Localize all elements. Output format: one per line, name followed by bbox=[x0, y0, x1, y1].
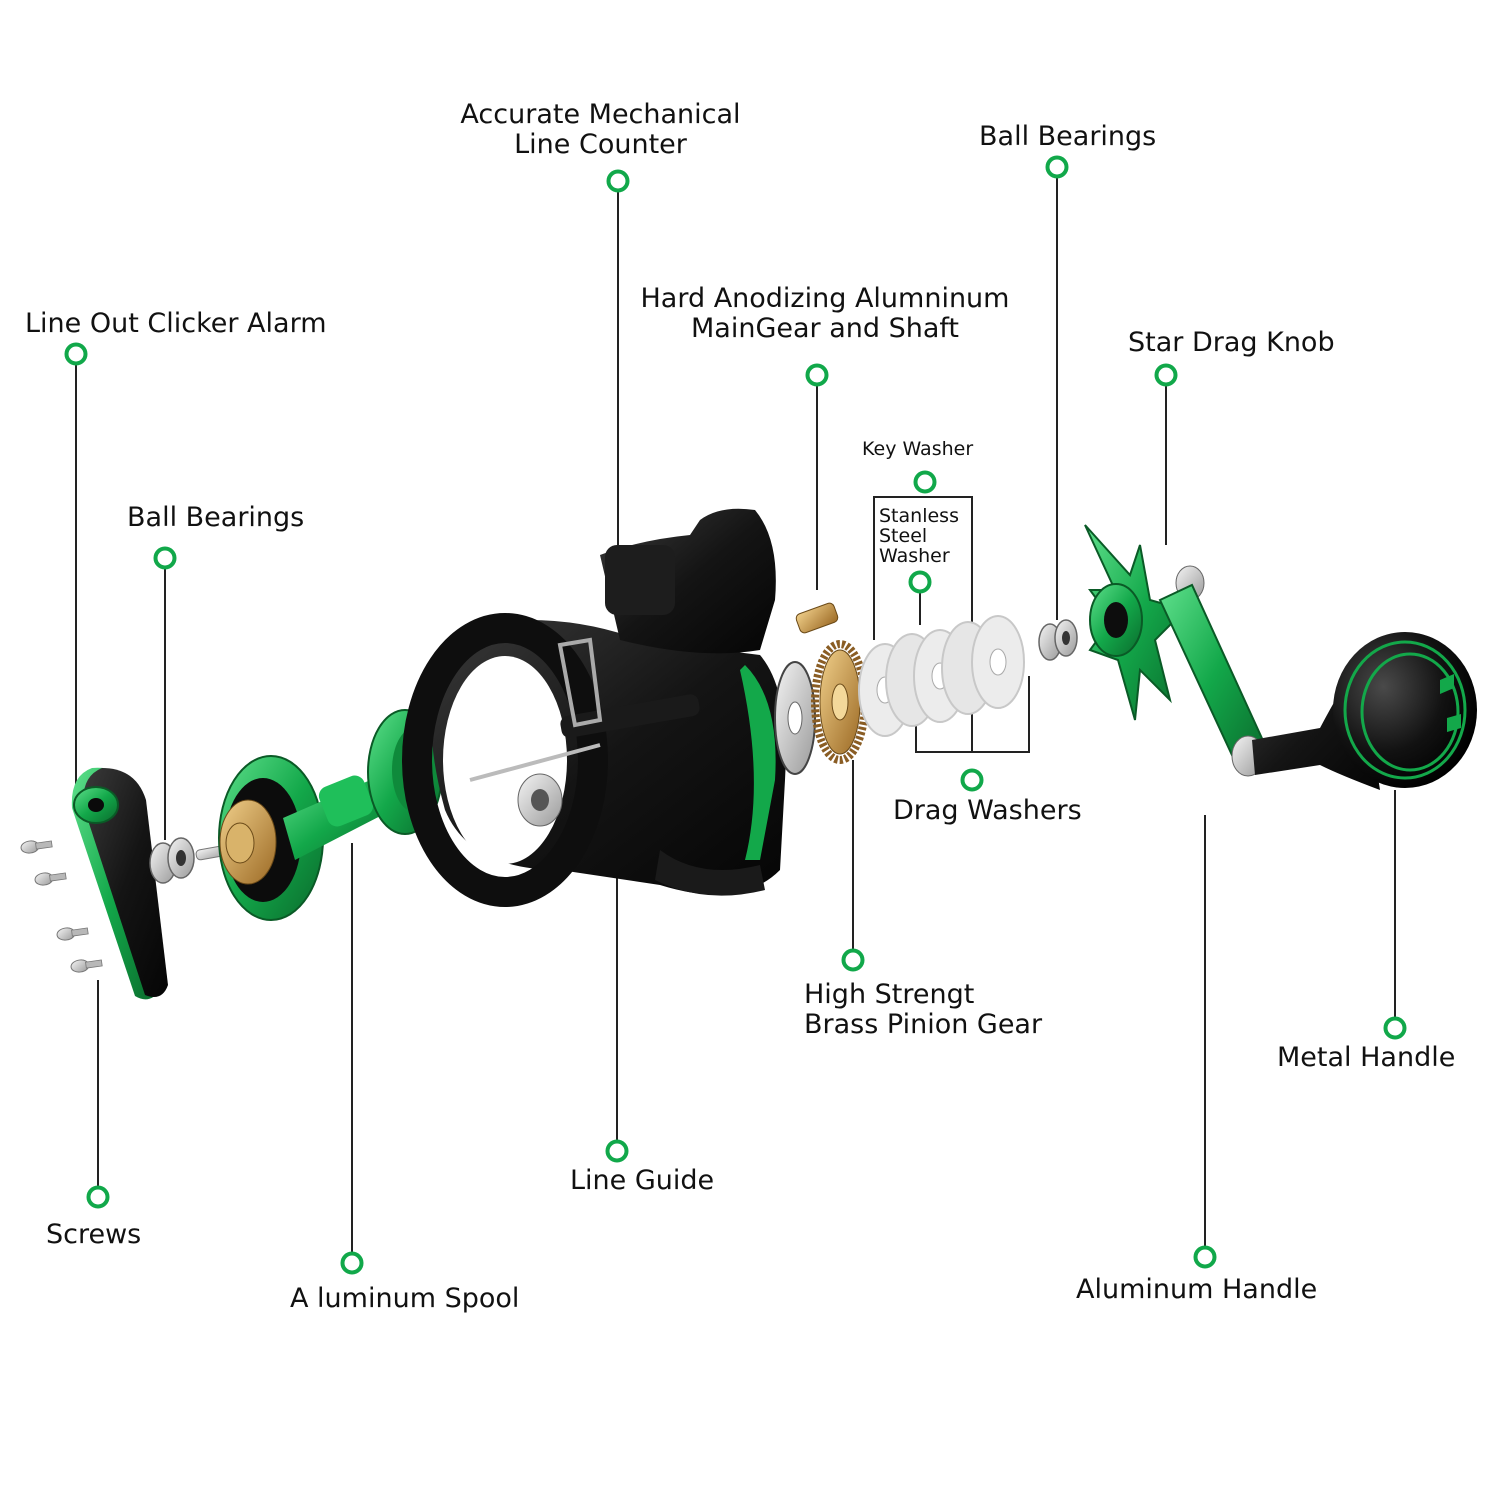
line-counter-line-2: Line Counter bbox=[514, 128, 687, 160]
line-counter-line-1: Accurate Mechanical bbox=[460, 99, 741, 130]
label-key-washer: Key Washer bbox=[862, 438, 974, 460]
washers-art bbox=[858, 615, 1025, 737]
stainless-line-2: Steel bbox=[879, 524, 928, 547]
main-gear-line-1: Hard Anodizing Alumninum bbox=[640, 283, 1010, 314]
label-drag-washers: Drag Washers bbox=[893, 795, 1082, 826]
stainless-line-3: Washer bbox=[879, 544, 950, 567]
stainless-line-1: Stanless bbox=[879, 505, 959, 527]
label-aluminum-handle: Aluminum Handle bbox=[1076, 1274, 1318, 1305]
label-screws: Screws bbox=[46, 1219, 142, 1250]
label-line-out-clicker: Line Out Clicker Alarm bbox=[25, 308, 327, 339]
pinion-line-2: Brass Pinion Gear bbox=[804, 1008, 1043, 1040]
marker-circles bbox=[64, 155, 1407, 1275]
label-metal-handle: Metal Handle bbox=[1277, 1042, 1456, 1073]
brass-gear-art bbox=[795, 602, 839, 634]
label-star-drag-knob: Star Drag Knob bbox=[1128, 327, 1335, 358]
screws-art bbox=[20, 840, 103, 973]
right-bearing-art bbox=[1038, 619, 1078, 661]
label-stainless-washer: Stanless Steel Washer bbox=[879, 505, 959, 567]
label-pinion-gear: High Strengt Brass Pinion Gear bbox=[804, 980, 1042, 1039]
side-plate-art bbox=[71, 767, 168, 1000]
main-gear-line-2: MainGear and Shaft bbox=[690, 312, 959, 344]
left-bearing-art bbox=[149, 837, 195, 884]
leader-lines bbox=[75, 177, 1396, 1254]
star-wheel-art bbox=[774, 661, 816, 775]
handle-art bbox=[1158, 583, 1477, 790]
label-line-counter: Accurate Mechanical Line Counter bbox=[448, 100, 753, 159]
label-line-guide: Line Guide bbox=[570, 1165, 715, 1196]
main-gear-art bbox=[811, 640, 869, 764]
label-aluminum-spool: A luminum Spool bbox=[290, 1283, 520, 1314]
label-ball-bearings-top: Ball Bearings bbox=[979, 121, 1157, 152]
label-main-gear: Hard Anodizing Alumninum MainGear and Sh… bbox=[630, 284, 1020, 343]
star-drag-art bbox=[1084, 524, 1205, 721]
pinion-line-1: High Strengt bbox=[804, 979, 975, 1010]
label-ball-bearings-left: Ball Bearings bbox=[127, 502, 305, 533]
frame-art bbox=[402, 508, 786, 907]
